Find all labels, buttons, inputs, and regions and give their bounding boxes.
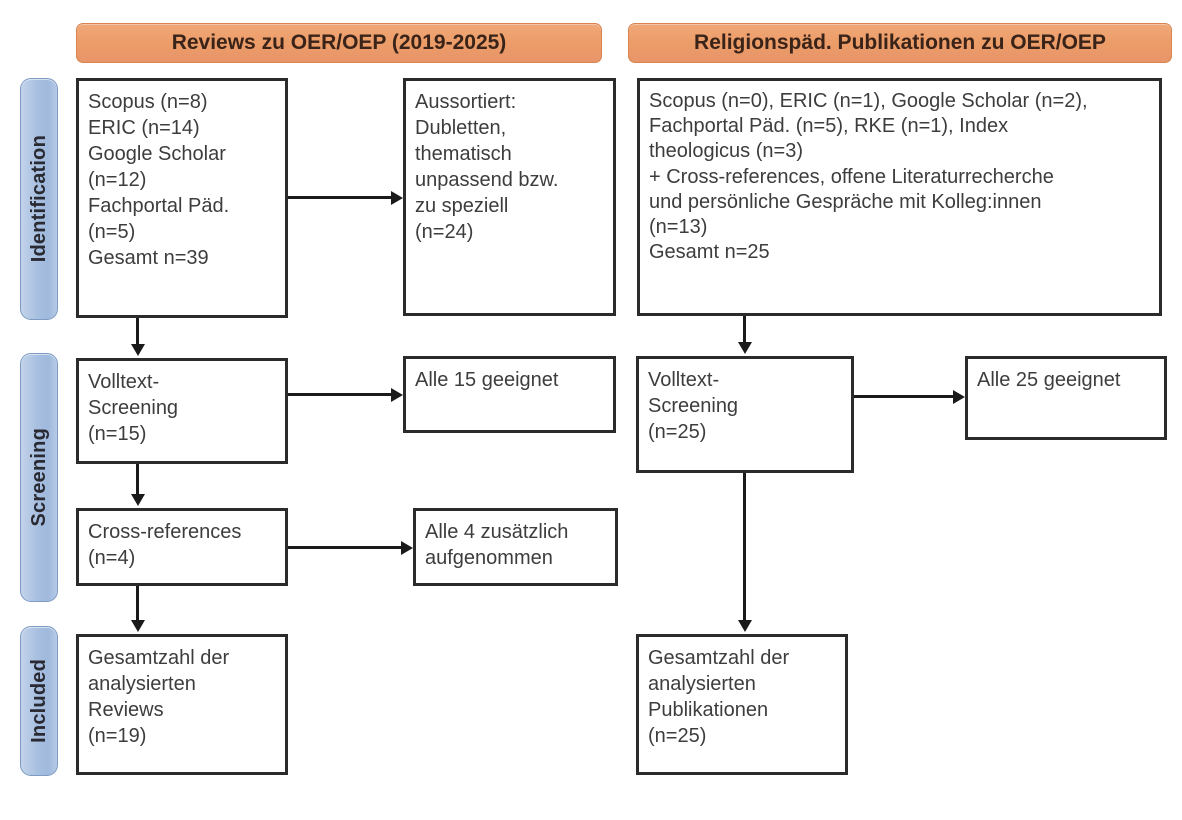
box-right-fulltext-result: Alle 25 geeignet — [965, 356, 1167, 440]
column-header-left: Reviews zu OER/OEP (2019-2025) — [76, 23, 602, 63]
connector-left-fulltext-to-crossref — [136, 464, 139, 496]
box-right-fulltext-screening: Volltext- Screening (n=25) — [636, 356, 854, 473]
box-right-included-total: Gesamtzahl der analysierten Publikatione… — [636, 634, 848, 775]
box-left-crossreferences-result: Alle 4 zusätzlich aufgenommen — [413, 508, 618, 586]
box-left-excluded-text: Aussortiert: Dubletten, thematisch unpas… — [415, 91, 559, 243]
stage-label-screening: Screening — [27, 428, 50, 527]
box-left-fulltext-screening-text: Volltext- Screening (n=15) — [88, 371, 179, 445]
arrowhead-left-crossref-to-included — [131, 620, 145, 632]
stage-pill-screening: Screening — [20, 353, 58, 602]
connector-left-crossref-to-result — [288, 546, 401, 549]
box-left-fulltext-result-text: Alle 15 geeignet — [415, 369, 559, 391]
stage-pill-identification: Identification — [20, 78, 58, 320]
connector-left-sources-to-fulltext — [136, 318, 139, 346]
connector-left-fulltext-to-result — [288, 393, 391, 396]
box-left-included-total: Gesamtzahl der analysierten Reviews (n=1… — [76, 634, 288, 775]
stage-pill-included: Included — [20, 626, 58, 776]
box-right-fulltext-result-text: Alle 25 geeignet — [977, 369, 1121, 391]
box-right-fulltext-screening-text: Volltext- Screening (n=25) — [648, 369, 739, 443]
arrowhead-left-fulltext-to-crossref — [131, 494, 145, 506]
box-right-sources: Scopus (n=0), ERIC (n=1), Google Scholar… — [637, 78, 1162, 316]
box-left-crossreferences-result-text: Alle 4 zusätzlich aufgenommen — [425, 521, 569, 569]
connector-right-sources-to-fulltext — [743, 316, 746, 344]
box-right-included-total-text: Gesamtzahl der analysierten Publikatione… — [648, 647, 790, 747]
arrowhead-left-fulltext-to-result — [391, 388, 403, 402]
arrowhead-right-fulltext-to-included — [738, 620, 752, 632]
box-left-crossreferences: Cross-references (n=4) — [76, 508, 288, 586]
connector-right-fulltext-to-included — [743, 473, 746, 622]
box-left-sources: Scopus (n=8) ERIC (n=14) Google Scholar … — [76, 78, 288, 318]
column-header-right-label: Religionspäd. Publikationen zu OER/OEP — [694, 31, 1106, 54]
column-header-right: Religionspäd. Publikationen zu OER/OEP — [628, 23, 1172, 63]
box-left-crossreferences-text: Cross-references (n=4) — [88, 521, 242, 569]
arrowhead-left-crossref-to-result — [401, 541, 413, 555]
stage-label-identification: Identification — [27, 135, 50, 263]
connector-left-sources-to-excluded — [288, 196, 391, 199]
box-left-sources-text: Scopus (n=8) ERIC (n=14) Google Scholar … — [88, 91, 230, 269]
connector-right-fulltext-to-result — [854, 395, 953, 398]
box-right-sources-text: Scopus (n=0), ERIC (n=1), Google Scholar… — [649, 90, 1088, 264]
arrowhead-right-fulltext-to-result — [953, 390, 965, 404]
box-left-fulltext-screening: Volltext- Screening (n=15) — [76, 358, 288, 464]
box-left-included-total-text: Gesamtzahl der analysierten Reviews (n=1… — [88, 647, 230, 747]
stage-label-included: Included — [27, 659, 50, 743]
arrowhead-right-sources-to-fulltext — [738, 342, 752, 354]
column-header-left-label: Reviews zu OER/OEP (2019-2025) — [171, 31, 507, 54]
connector-left-crossref-to-included — [136, 586, 139, 622]
arrowhead-left-sources-to-excluded — [391, 191, 403, 205]
box-left-fulltext-result: Alle 15 geeignet — [403, 356, 616, 433]
arrowhead-left-sources-to-fulltext — [131, 344, 145, 356]
box-left-excluded: Aussortiert: Dubletten, thematisch unpas… — [403, 78, 616, 316]
